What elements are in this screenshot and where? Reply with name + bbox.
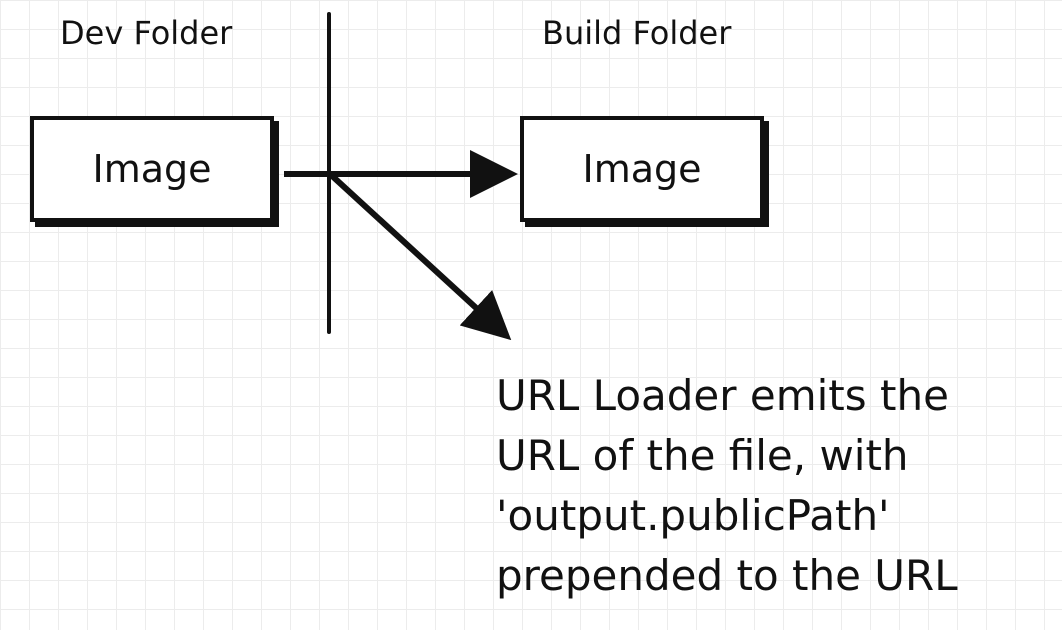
build-image-label: Image — [582, 147, 702, 191]
dev-folder-heading: Dev Folder — [60, 14, 233, 52]
note-line-2: URL of the file, with — [496, 431, 909, 480]
dev-image-label: Image — [92, 147, 212, 191]
dev-image-box: Image — [30, 116, 274, 222]
url-loader-note: URL Loader emits the URL of the file, wi… — [496, 366, 958, 606]
build-image-box: Image — [520, 116, 764, 222]
note-line-3: 'output.publicPath' — [496, 491, 890, 540]
emit-url-arrow — [327, 171, 512, 341]
note-line-1: URL Loader emits the — [496, 371, 949, 420]
note-line-4: prepended to the URL — [496, 551, 958, 600]
build-folder-heading: Build Folder — [542, 14, 732, 52]
